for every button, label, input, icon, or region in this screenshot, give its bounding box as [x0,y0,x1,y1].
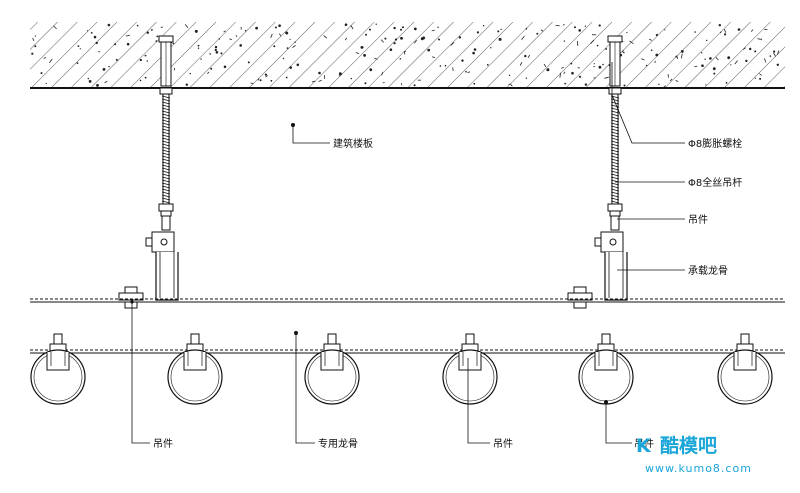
hanger-screw [594,237,602,247]
main-keel-channel [604,252,628,301]
label-threaded-rod: Φ8全丝吊杆 [688,176,742,189]
tube-clip [320,352,344,371]
hanger-assembly [567,35,628,309]
tube-bolt [190,333,200,345]
tube-bolt [740,333,750,345]
site-watermark-logo: K 酷模吧 www.kumo8.com [636,434,752,475]
round-tube-profiles [30,333,773,405]
tube-bolt [465,333,475,345]
label-building-slab: 建筑楼板 [333,137,373,150]
label-hanger-right: 吊件 [688,214,708,226]
concrete-slab [30,22,785,89]
tube-bolt [53,333,63,345]
tube-clip [594,352,618,371]
watermark-brand: 酷模吧 [660,434,717,457]
round-tube [578,333,634,405]
special-keel-line [30,349,785,354]
slab-nut [159,87,173,95]
round-tube [304,333,360,405]
round-tube [717,333,773,405]
clip-bolt-head [124,286,138,294]
bolt-head [158,35,174,43]
tube-clip [733,352,757,371]
tube-outer [442,349,498,405]
rod-washer [160,210,172,217]
hanger-assemblies [118,35,628,309]
clip-bolt-plate [118,292,144,301]
label-expansion-bolt: Φ8膨胀螺栓 [688,137,742,150]
label-hanger-bottom-right: 吊件 [634,438,654,450]
main-keel-line [30,298,785,303]
clip-bolt-plate [567,292,593,301]
tube-outer [304,349,360,405]
hanger-bracket-top [161,215,171,231]
label-main-keel: 承载龙骨 [688,264,728,277]
round-tube [442,333,498,405]
watermark-k-glyph: K [636,435,652,457]
watermark-url: www.kumo8.com [645,462,752,475]
hanger-bracket-top [610,215,620,231]
bolt-head [607,35,623,43]
clip-bolt-head [573,286,587,294]
hanger-pin [609,238,617,246]
tube-outer [30,349,86,405]
rod-washer [609,210,621,217]
slab-nut [608,87,622,95]
clip-bolt-nut [573,301,587,309]
hanger-pin [160,238,168,246]
label-hanger-bottom-left: 吊件 [153,438,173,450]
rod-nut [607,203,623,212]
tube-clip [183,352,207,371]
label-hanger-bottom-mid: 吊件 [493,438,513,450]
leader-lines [131,62,685,444]
hanger-screw [145,237,153,247]
main-keel-channel [155,252,179,301]
tube-clip [458,352,482,371]
tube-clip [46,352,70,371]
round-tube [30,333,86,405]
rod-nut [158,203,174,212]
round-tube [167,333,223,405]
tube-bolt [327,333,337,345]
label-special-keel: 专用龙骨 [318,437,358,450]
tube-bolt [601,333,611,345]
hanger-assembly [118,35,179,309]
leader-dots [130,123,608,404]
tube-outer [167,349,223,405]
tube-outer [717,349,773,405]
